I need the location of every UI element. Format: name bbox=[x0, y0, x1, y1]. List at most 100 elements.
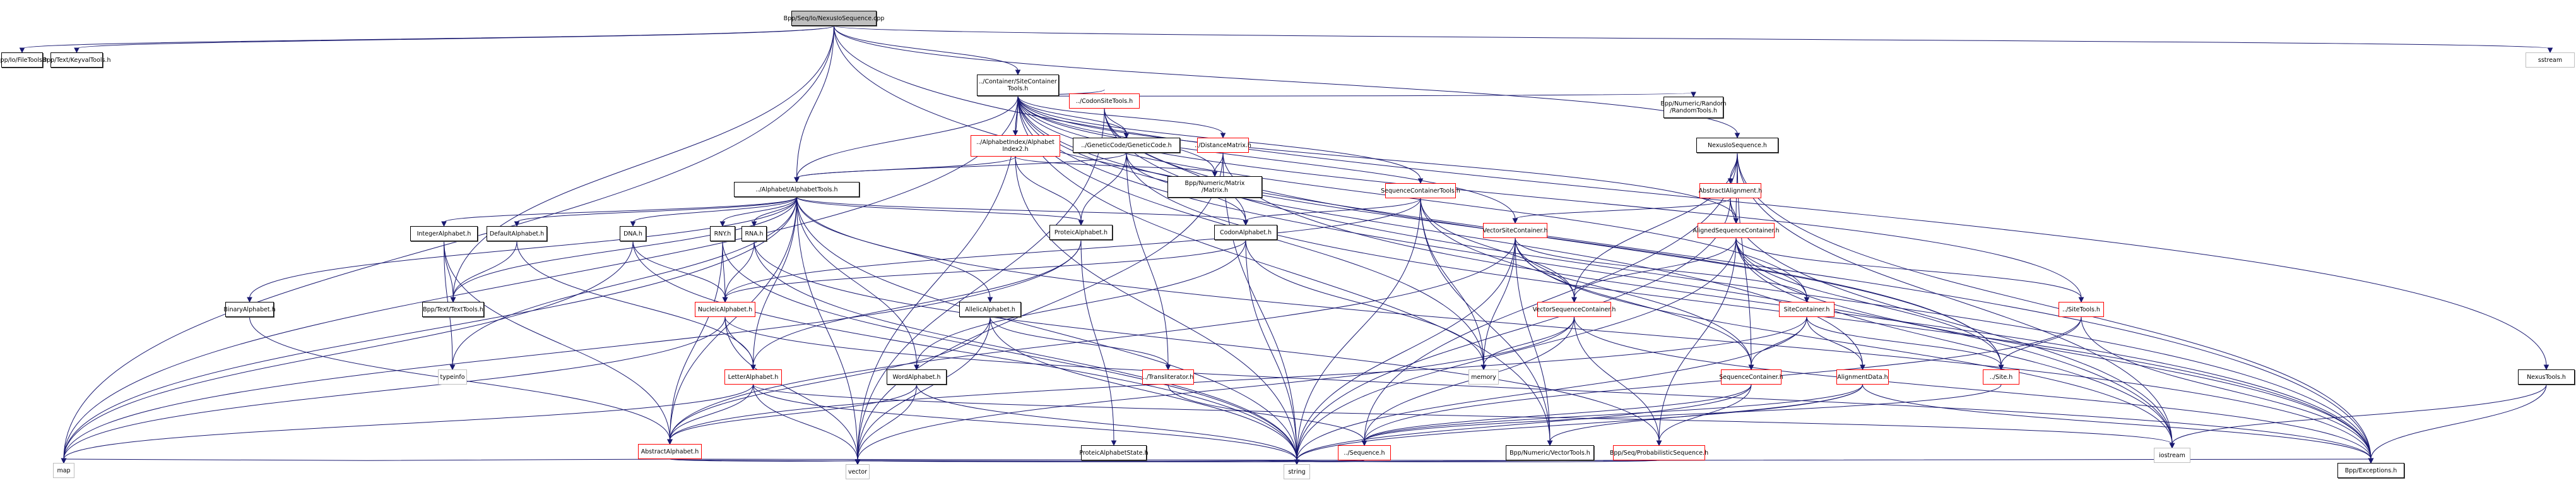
edge-seqcontools-to-codonalpha bbox=[1245, 198, 1421, 222]
edge-geneticcode-to-proteicalpha bbox=[1080, 152, 1127, 222]
node-alphatools[interactable]: ../Alphabet/AlphabetTools.h bbox=[734, 182, 860, 197]
edge-alphaindex-to-alphatools bbox=[796, 156, 1016, 179]
node-alphaindex[interactable]: ../AlphabetIndex/Alphabet Index2.h bbox=[971, 135, 1060, 157]
node-sitecontainer[interactable]: SiteContainer.h bbox=[1779, 302, 1835, 317]
node-alignedseqcon[interactable]: AlignedSequenceContainer.h bbox=[1693, 223, 1780, 238]
edge-site-to-sequence bbox=[1364, 384, 2002, 442]
edge-dna-to-nucleicalpha bbox=[632, 241, 726, 299]
node-abstractalign[interactable]: AbstractIAlignment.h bbox=[1699, 183, 1762, 198]
arrowhead-icon bbox=[1547, 440, 1553, 446]
node-seqcontainer[interactable]: SequenceContainer.h bbox=[1719, 369, 1783, 385]
edge-codonalpha-to-memory bbox=[1245, 239, 1484, 366]
edge-alignmentdata-to-sequence bbox=[1364, 384, 1863, 442]
edge-vectorsitecon-to-vectortools bbox=[1515, 237, 1551, 442]
node-rny[interactable]: RNY.h bbox=[710, 226, 735, 241]
node-nexustools[interactable]: NexusTools.h bbox=[2518, 369, 2575, 385]
node-letteralpha[interactable]: LetterAlphabet.h bbox=[724, 369, 782, 385]
edge-sitecontools-to-sitecontainer bbox=[1017, 95, 1807, 299]
node-codonalpha[interactable]: CodonAlphabet.h bbox=[1214, 225, 1277, 240]
node-memory: memory bbox=[1468, 369, 1499, 385]
node-transliterator[interactable]: ../Transliterator.h bbox=[1142, 369, 1194, 385]
edge-codonalpha-to-wordalpha bbox=[916, 239, 1246, 366]
node-seqcontools[interactable]: SequenceContainerTools.h bbox=[1381, 183, 1460, 198]
node-rna[interactable]: RNA.h bbox=[741, 226, 767, 241]
node-defaultalpha[interactable]: DefaultAlphabet.h bbox=[487, 226, 547, 241]
node-sitetools[interactable]: ../SiteTools.h bbox=[2059, 302, 2104, 317]
arrowhead-icon bbox=[1860, 364, 1865, 371]
arrowhead-icon bbox=[1212, 171, 1218, 177]
edge-wordalpha-to-string bbox=[916, 384, 1297, 461]
edge-seqcontainer-to-string bbox=[1296, 384, 1752, 461]
node-vectorseqcon[interactable]: VectorSequenceContainer.h bbox=[1533, 302, 1616, 317]
edge-seqcontools-to-vectorseqcon bbox=[1420, 198, 1575, 299]
edge-alignedseqcon-to-string bbox=[1296, 237, 1737, 461]
node-nexusioseq[interactable]: NexusIoSequence.h bbox=[1696, 138, 1778, 153]
node-map: map bbox=[53, 463, 74, 478]
edge-integeralpha-to-abstractalpha bbox=[444, 241, 670, 441]
arrowhead-icon bbox=[2368, 458, 2374, 464]
node-exceptions[interactable]: Bpp/Exceptions.h bbox=[2337, 463, 2404, 478]
arrowhead-icon bbox=[914, 364, 919, 371]
node-site[interactable]: ../Site.h bbox=[1983, 369, 2019, 385]
node-geneticcode[interactable]: ../GeneticCode/GeneticCode.h bbox=[1073, 138, 1180, 153]
node-allelicalpha[interactable]: AllelicAlphabet.h bbox=[959, 302, 1021, 317]
edge-alignedseqcon-to-iostream bbox=[1735, 237, 2173, 445]
node-nucleicalpha[interactable]: NucleicAlphabet.h bbox=[695, 302, 755, 317]
node-randomtools[interactable]: Bpp/Numeric/Random /RandomTools.h bbox=[1660, 97, 1727, 118]
node-proteicstate[interactable]: ProteicAlphabetState.h bbox=[1079, 445, 1149, 460]
edge-nexusioseq-to-vectorseqcon bbox=[1574, 152, 1738, 299]
node-alignmentdata[interactable]: AlignmentData.h bbox=[1836, 369, 1889, 385]
edge-alphatools-to-typeinfo bbox=[452, 196, 797, 366]
edge-sitecontools-to-sitetools bbox=[1017, 95, 2082, 299]
node-keyval[interactable]: Bpp/Text/KeyvalTools.h bbox=[43, 52, 110, 68]
arrowhead-icon bbox=[19, 47, 25, 54]
edge-sitecontainer-to-site bbox=[1806, 316, 2002, 366]
edge-vectorseqcon-to-vector bbox=[857, 316, 1575, 461]
node-integeralpha[interactable]: IntegerAlphabet.h bbox=[410, 226, 478, 241]
edge-alphatools-to-string bbox=[796, 196, 1297, 461]
node-distmatrix[interactable]: ../DistanceMatrix.h bbox=[1195, 138, 1251, 153]
node-filetools[interactable]: Bpp/Io/FileTools.h bbox=[0, 52, 48, 68]
edge-defaultalpha-to-texttools bbox=[452, 241, 517, 299]
node-proteicalpha[interactable]: ProteicAlphabet.h bbox=[1049, 225, 1113, 240]
node-wordalpha[interactable]: WordAlphabet.h bbox=[887, 369, 947, 385]
edge-distmatrix-to-string bbox=[1222, 152, 1297, 461]
edge-sitecontools-to-randomtools bbox=[1017, 92, 1694, 97]
edge-root-to-sstream bbox=[834, 25, 2551, 49]
edge-sequence-to-vector bbox=[857, 460, 1365, 462]
arrowhead-icon bbox=[1015, 69, 1021, 76]
node-sequence[interactable]: ../Sequence.h bbox=[1338, 445, 1391, 460]
arrowhead-icon bbox=[854, 459, 861, 465]
edge-allelicalpha-to-string bbox=[990, 316, 1297, 461]
edge-abstractalign-to-string bbox=[1296, 198, 1731, 461]
edge-alphatools-to-defaultalpha bbox=[516, 196, 797, 223]
edge-alphatools-to-rny bbox=[722, 196, 797, 223]
edge-geneticcode-to-alphatools bbox=[796, 152, 1127, 179]
edge-root-to-keyval bbox=[76, 25, 834, 49]
node-sstream: sstream bbox=[2526, 52, 2575, 68]
node-sitecontools[interactable]: ../Container/SiteContainer Tools.h bbox=[977, 75, 1059, 96]
edge-vectorseqcon-to-probseq bbox=[1574, 316, 1660, 442]
arrowhead-icon bbox=[514, 221, 520, 227]
node-texttools[interactable]: Bpp/Text/TextTools.h bbox=[422, 302, 484, 317]
edge-seqcontainer-to-probseq bbox=[1658, 384, 1752, 442]
arrowhead-icon bbox=[1361, 440, 1368, 446]
node-dna[interactable]: DNA.h bbox=[620, 226, 646, 241]
arrowhead-icon bbox=[1727, 178, 1734, 184]
node-matrix[interactable]: Bpp/Numeric/Matrix /Matrix.h bbox=[1167, 176, 1262, 198]
edge-allelicalpha-to-vector bbox=[857, 316, 991, 461]
arrowhead-icon bbox=[630, 221, 636, 227]
edge-alphatools-to-vector bbox=[796, 196, 858, 461]
edge-rna-to-probseq bbox=[753, 241, 1660, 442]
node-string: string bbox=[1284, 464, 1310, 479]
edge-rna-to-string bbox=[753, 241, 1297, 461]
node-binaryalpha[interactable]: BinaryAlphabet.h bbox=[223, 302, 276, 317]
arrowhead-icon bbox=[450, 297, 456, 303]
node-vectortools[interactable]: Bpp/Numeric/VectorTools.h bbox=[1506, 445, 1594, 460]
edge-vectorseqcon-to-exceptions bbox=[1574, 316, 2372, 460]
node-root[interactable]: Bpp/Seq/Io/NexusIoSequence.cpp bbox=[784, 11, 884, 26]
node-codonsitetools[interactable]: ../CodonSiteTools.h bbox=[1069, 93, 1140, 109]
node-vectorsitecon[interactable]: VectorSiteContainer.h bbox=[1482, 223, 1548, 238]
node-probseq[interactable]: Bpp/Seq/ProbabilisticSequence.h bbox=[1610, 445, 1708, 460]
node-abstractalpha[interactable]: AbstractAlphabet.h bbox=[638, 444, 702, 459]
